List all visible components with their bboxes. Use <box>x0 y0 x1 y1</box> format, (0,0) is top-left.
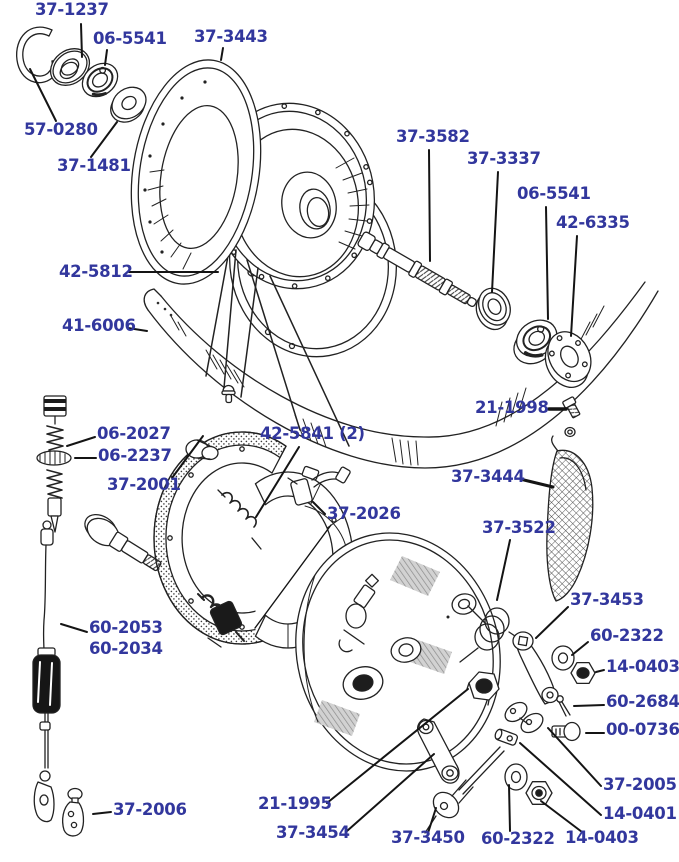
trunnion-drawing <box>504 701 544 734</box>
part-label-42-5812: 42-5812 <box>59 262 133 281</box>
washer-lower-drawing <box>504 763 528 791</box>
pivot-bolt-drawing <box>551 721 581 742</box>
part-label-37-3453: 37-3453 <box>570 590 644 609</box>
part-label-60-2034: 60-2034 <box>89 639 163 658</box>
brake-rod-drawing <box>424 746 505 834</box>
part-label-37-3582: 37-3582 <box>396 127 470 146</box>
leader-lines <box>29 23 605 834</box>
part-label-37-1237: 37-1237 <box>35 0 109 19</box>
part-label-57-0280: 57-0280 <box>24 120 98 139</box>
part-label-37-1481: 37-1481 <box>57 156 131 175</box>
part-label-06-2027: 06-2027 <box>97 424 171 443</box>
part-label-00-0736: 00-0736 <box>606 720 679 739</box>
part-label-60-2322: 60-2322 <box>590 626 664 645</box>
part-label-06-2237: 06-2237 <box>98 446 172 465</box>
cam-installed-drawing <box>207 600 243 648</box>
part-label-37-3522: 37-3522 <box>482 518 556 537</box>
part-label-14-0401: 14-0401 <box>603 804 677 823</box>
ball-bearing-rear-drawing <box>513 319 558 365</box>
brake-lever-drawing <box>512 631 559 705</box>
clevis-fork-drawing <box>62 787 85 837</box>
cable-adjuster-drawing <box>36 395 72 533</box>
ball-bearing-front-drawing <box>81 62 119 98</box>
part-label-60-2053: 60-2053 <box>89 618 163 637</box>
part-label-14-0403-2: 14-0403 <box>565 828 639 847</box>
bearing-ring-drawing <box>49 48 91 86</box>
part-label-06-5541-2: 06-5541 <box>517 184 591 203</box>
part-label-37-2001: 37-2001 <box>107 475 181 494</box>
part-label-37-3444: 37-3444 <box>451 467 525 486</box>
spindle-nut-drawing <box>466 671 500 706</box>
hub-cover-drawing <box>130 59 262 285</box>
nut-lower-drawing <box>525 781 553 805</box>
part-label-21-1995: 21-1995 <box>258 794 332 813</box>
washer-upper-drawing <box>551 645 575 671</box>
part-label-37-2026: 37-2026 <box>327 504 401 523</box>
anchor-pad-drawing <box>546 435 594 602</box>
part-label-60-2322-2: 60-2322 <box>481 829 555 848</box>
pivot-pin-drawing <box>494 728 519 746</box>
bearing-retainer-flange-drawing <box>544 331 592 388</box>
spoke-nipple-drawing <box>221 384 236 404</box>
part-label-06-5541: 06-5541 <box>93 29 167 48</box>
axle-drawing <box>357 231 477 308</box>
part-label-37-3443: 37-3443 <box>194 27 268 46</box>
part-label-41-6006: 41-6006 <box>62 316 136 335</box>
grease-screw-drawing <box>562 396 581 438</box>
split-pin-drawing <box>556 695 571 717</box>
part-label-14-0403: 14-0403 <box>606 657 679 676</box>
part-label-37-3454: 37-3454 <box>276 823 350 842</box>
part-label-42-6335: 42-6335 <box>556 213 630 232</box>
part-label-21-1998: 21-1998 <box>475 398 549 417</box>
fulcrum-pin-drawing <box>84 513 162 572</box>
part-label-42-5841: 42-5841 (2) <box>260 424 365 443</box>
brake-cam-drawing <box>287 465 351 506</box>
part-label-37-3337: 37-3337 <box>467 149 541 168</box>
part-label-37-2006: 37-2006 <box>113 800 187 819</box>
part-label-37-2005: 37-2005 <box>603 775 677 794</box>
brake-cable-drawing <box>32 520 61 823</box>
inner-lever-drawing <box>417 718 460 784</box>
nut-upper-drawing <box>570 661 596 685</box>
part-label-37-3450: 37-3450 <box>391 828 465 847</box>
spacer-washer-drawing <box>475 287 511 331</box>
part-label-60-2684: 60-2684 <box>606 692 679 711</box>
felt-washer-drawing <box>110 86 147 123</box>
